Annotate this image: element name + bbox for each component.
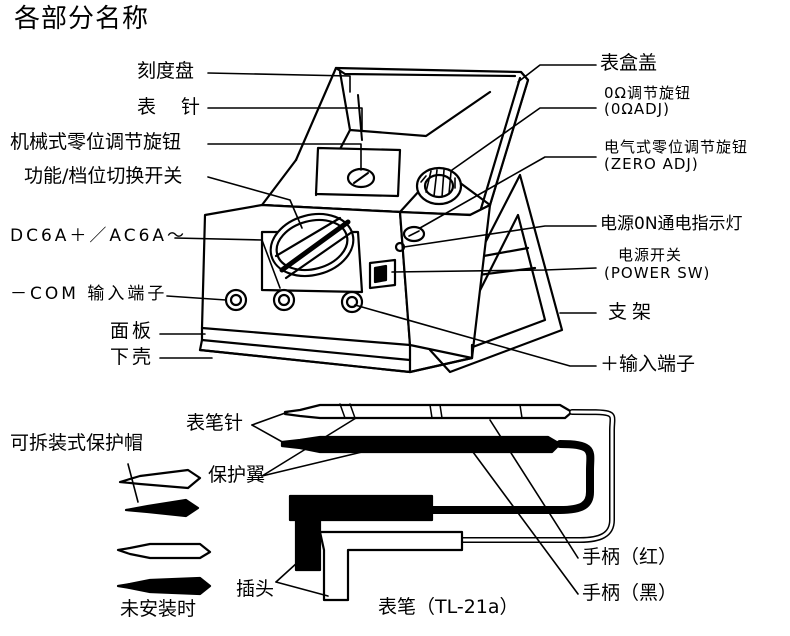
leader-lines-bottom: [127, 411, 579, 597]
label-stand: 支架: [608, 301, 657, 323]
label-handle-black: 手柄（黑）: [582, 582, 678, 604]
label-ohm-adj-en: (0ΩADJ): [604, 100, 670, 118]
label-cover: 表盒盖: [600, 52, 658, 74]
test-leads-drawing: [116, 403, 616, 602]
label-handle-red: 手柄（红）: [582, 546, 678, 568]
label-dc-ac: DC6A＋／AC6A～: [10, 226, 188, 246]
label-elec-zero-en: (ZERO ADJ): [604, 155, 699, 173]
label-plug: 插头: [236, 578, 275, 600]
label-cap: 可拆装式保护帽: [10, 432, 144, 454]
leader-lines-top: [159, 64, 597, 367]
label-plus-terminal: ＋输入端子: [600, 353, 696, 375]
label-scale: 刻度盘: [137, 60, 195, 82]
label-unmounted: 未安装时: [120, 598, 197, 620]
label-power-led: 电源0N通电指示灯: [600, 214, 743, 234]
label-lower-case: 下壳: [110, 346, 155, 368]
label-probe-tip: 表笔针: [186, 412, 244, 434]
label-needle: 表 针: [137, 96, 204, 118]
label-panel: 面板: [110, 320, 155, 342]
label-power-switch: 电源开关: [618, 246, 683, 264]
label-function-switch: 功能/档位切换开关: [24, 165, 183, 187]
page-title: 各部分名称: [14, 4, 150, 34]
label-ohm-adj: 0Ω调节旋钮: [604, 84, 692, 102]
label-mech-zero: 机械式零位调节旋钮: [10, 131, 182, 153]
label-elec-zero: 电气式零位调节旋钮: [604, 138, 749, 156]
label-caption: 表笔（TL-21a）: [378, 596, 519, 618]
label-guard: 保护翼: [208, 464, 266, 486]
label-com-terminal: －COM 输入端子: [10, 284, 168, 304]
label-power-switch-en: (POWER SW): [604, 264, 711, 282]
